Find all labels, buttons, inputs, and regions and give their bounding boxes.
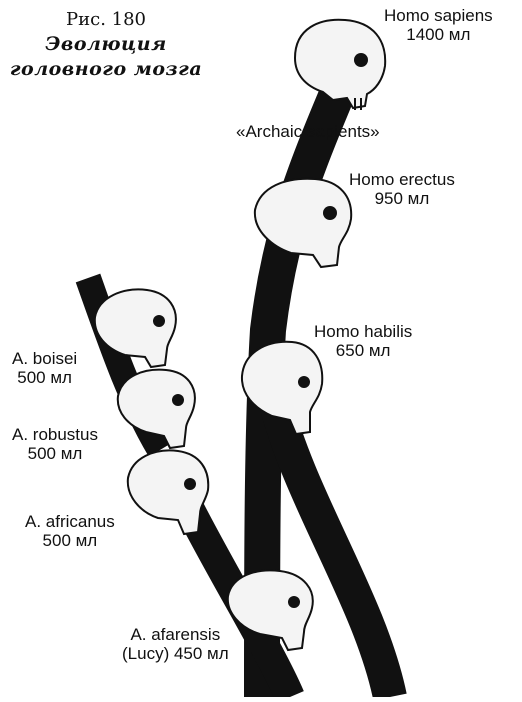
skull-a-africanus [128,450,208,534]
figure-title-line2: головного мозга [6,57,206,82]
label-a-robustus: A. robustus 500 мл [12,425,98,463]
figure-title-line1: Эволюция [6,32,206,57]
label-a-boisei: A. boisei 500 мл [12,349,77,387]
label-homo-sapiens: Homo sapiens 1400 мл [384,6,493,44]
figure-caption: Рис. 180 Эволюция головного мозга [6,8,206,82]
figure-number: Рис. 180 [6,8,206,32]
afarensis-to-homo-branch [275,400,390,697]
label-a-africanus: A. africanus 500 мл [25,512,115,550]
label-archaic-sapients: «Archaic sapients» [236,122,380,141]
label-homo-habilis: Homo habilis 650 мл [314,322,412,360]
label-a-afarensis: A. afarensis (Lucy) 450 мл [122,625,229,663]
label-homo-erectus: Homo erectus 950 мл [349,170,455,208]
skull-homo-sapiens [295,20,385,110]
